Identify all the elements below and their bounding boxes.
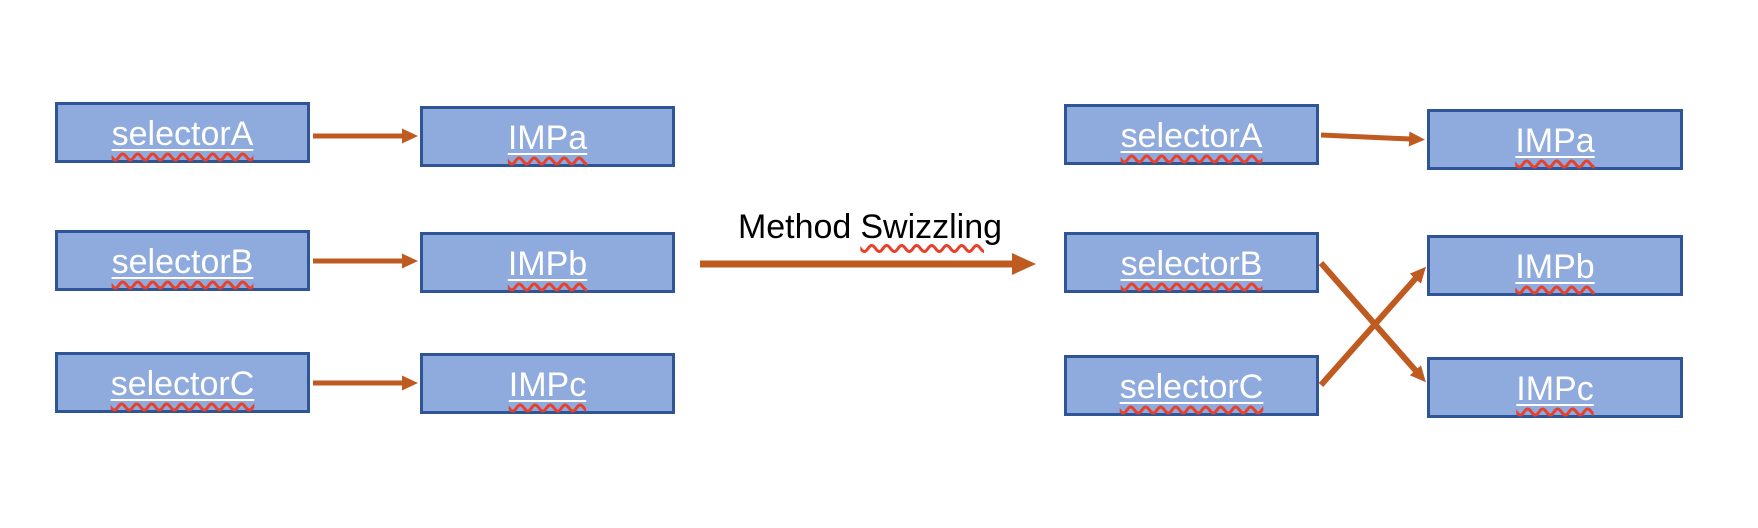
after-IMPb-box: IMPb [1427,235,1683,296]
title-plain-text: Method [737,208,852,246]
after-IMPa-text: IMPa [1515,121,1595,160]
after-selectorC-label: selectorC [1120,370,1264,404]
after-selectorB-text: selectorB [1120,244,1263,283]
after-IMPa-box: IMPa [1427,109,1683,170]
after-IMPb-text: IMPb [1515,247,1595,286]
before-selectorA-text: selectorA [111,114,254,153]
after-IMPc-label: IMPc [1516,372,1593,406]
after-selectorA-text: selectorA [1120,116,1263,155]
arrow-after-selectorC-to-IMPb [1318,266,1426,387]
before-selectorC-label: selectorC [111,367,255,401]
before-IMPb-text: IMPb [507,244,588,283]
after-selectorA-label: selectorA [1121,119,1263,153]
before-IMPc-text: IMPc [508,365,587,404]
after-selectorC-text: selectorC [1119,367,1264,406]
before-IMPc-box: IMPc [420,353,675,414]
before-IMPa-text: IMPa [507,118,588,157]
after-selectorC-box: selectorC [1064,355,1319,416]
before-IMPb-box: IMPb [420,232,675,293]
arrow-after-selectorA-to-IMPa [1320,131,1425,147]
before-selectorA-label: selectorA [112,117,254,151]
before-selectorB-text: selectorB [111,242,254,281]
after-IMPc-text: IMPc [1516,369,1594,408]
arrow-after-selectorB-to-IMPc [1318,261,1426,383]
before-selectorB-label: selectorB [112,245,254,279]
title-marked-text: Swizzling [860,208,1003,246]
before-selectorA-box: selectorA [55,102,310,163]
before-IMPa-box: IMPa [420,106,675,167]
after-selectorB-label: selectorB [1121,247,1263,281]
before-selectorB-box: selectorB [55,230,310,291]
after-IMPb-label: IMPb [1515,250,1594,284]
before-IMPb-label: IMPb [508,247,587,281]
after-selectorA-box: selectorA [1064,104,1319,165]
after-selectorB-box: selectorB [1064,232,1319,293]
before-selectorC-text: selectorC [110,364,255,403]
before-IMPa-label: IMPa [508,121,587,155]
before-IMPc-label: IMPc [509,368,586,402]
before-selectorC-box: selectorC [55,352,310,413]
after-IMPc-box: IMPc [1427,357,1683,418]
after-IMPa-label: IMPa [1515,124,1594,158]
